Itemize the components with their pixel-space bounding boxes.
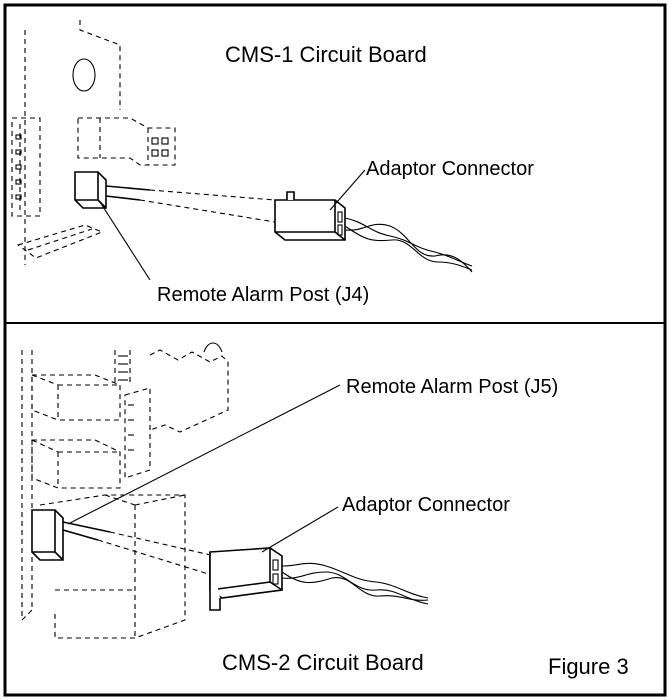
cms2-board-drawing bbox=[21, 342, 229, 639]
leader-line bbox=[67, 384, 341, 525]
twisted-wire-top bbox=[344, 217, 473, 273]
remote-alarm-post-j5 bbox=[31, 509, 111, 561]
header-strip bbox=[11, 117, 41, 217]
cms2-board-title: CMS-2 Circuit Board bbox=[222, 650, 424, 675]
adaptor-connector-label-top: Adaptor Connector bbox=[366, 158, 534, 180]
alignment-line bbox=[109, 531, 216, 557]
remote-alarm-post-j4-label: Remote Alarm Post (J4) bbox=[157, 284, 369, 306]
figure-border bbox=[3, 3, 667, 697]
alignment-line bbox=[149, 189, 276, 201]
adaptor-connector-bottom bbox=[209, 547, 283, 611]
remote-alarm-post-j5-label: Remote Alarm Post (J5) bbox=[346, 376, 558, 398]
cms1-board-title: CMS-1 Circuit Board bbox=[225, 42, 427, 67]
remote-alarm-post-j4 bbox=[74, 171, 151, 209]
adaptor-connector-top bbox=[274, 191, 346, 241]
leader-line bbox=[329, 169, 366, 211]
mounting-hole bbox=[72, 58, 96, 92]
cms1-board-drawing bbox=[11, 20, 176, 265]
adaptor-connector-label-bottom: Adaptor Connector bbox=[342, 494, 510, 516]
leader-line bbox=[99, 201, 151, 281]
leader-line bbox=[261, 506, 339, 553]
alignment-line bbox=[139, 199, 276, 223]
alignment-line bbox=[97, 539, 216, 577]
figure-caption: Figure 3 bbox=[548, 654, 629, 679]
twisted-wire-bottom bbox=[281, 562, 429, 605]
